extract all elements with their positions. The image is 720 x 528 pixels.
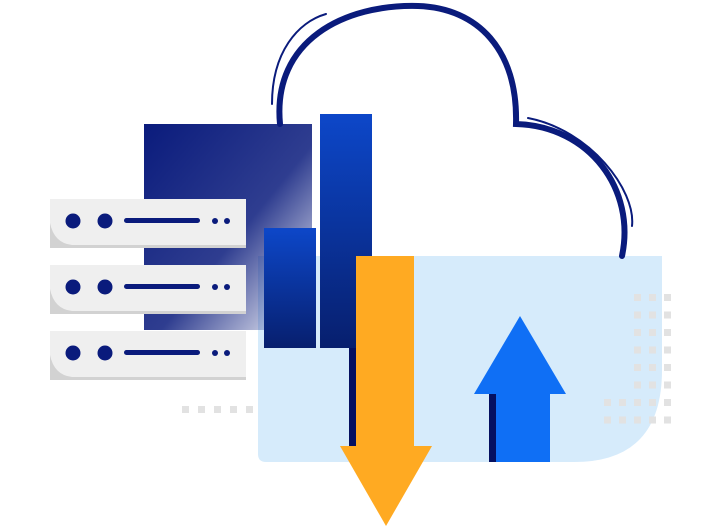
server-led <box>65 213 81 229</box>
server-slot <box>124 284 200 289</box>
server-led <box>65 279 81 295</box>
server-slot <box>124 218 200 223</box>
server-unit <box>50 265 246 314</box>
light-blue-panel <box>258 256 662 462</box>
server-slot <box>124 350 200 355</box>
server-led <box>97 279 113 295</box>
server-led <box>65 345 81 361</box>
cloud-outline-icon <box>271 2 634 259</box>
server-unit <box>50 331 246 380</box>
server-unit <box>50 199 246 248</box>
arrow-up-icon <box>474 316 566 462</box>
server-led <box>97 345 113 361</box>
dot-grid-right <box>604 294 671 424</box>
server-rack-icon <box>50 199 246 380</box>
server-led <box>97 213 113 229</box>
bar-short <box>264 228 316 348</box>
arrow-down-icon <box>340 256 432 526</box>
dot-grid-left <box>182 406 253 413</box>
